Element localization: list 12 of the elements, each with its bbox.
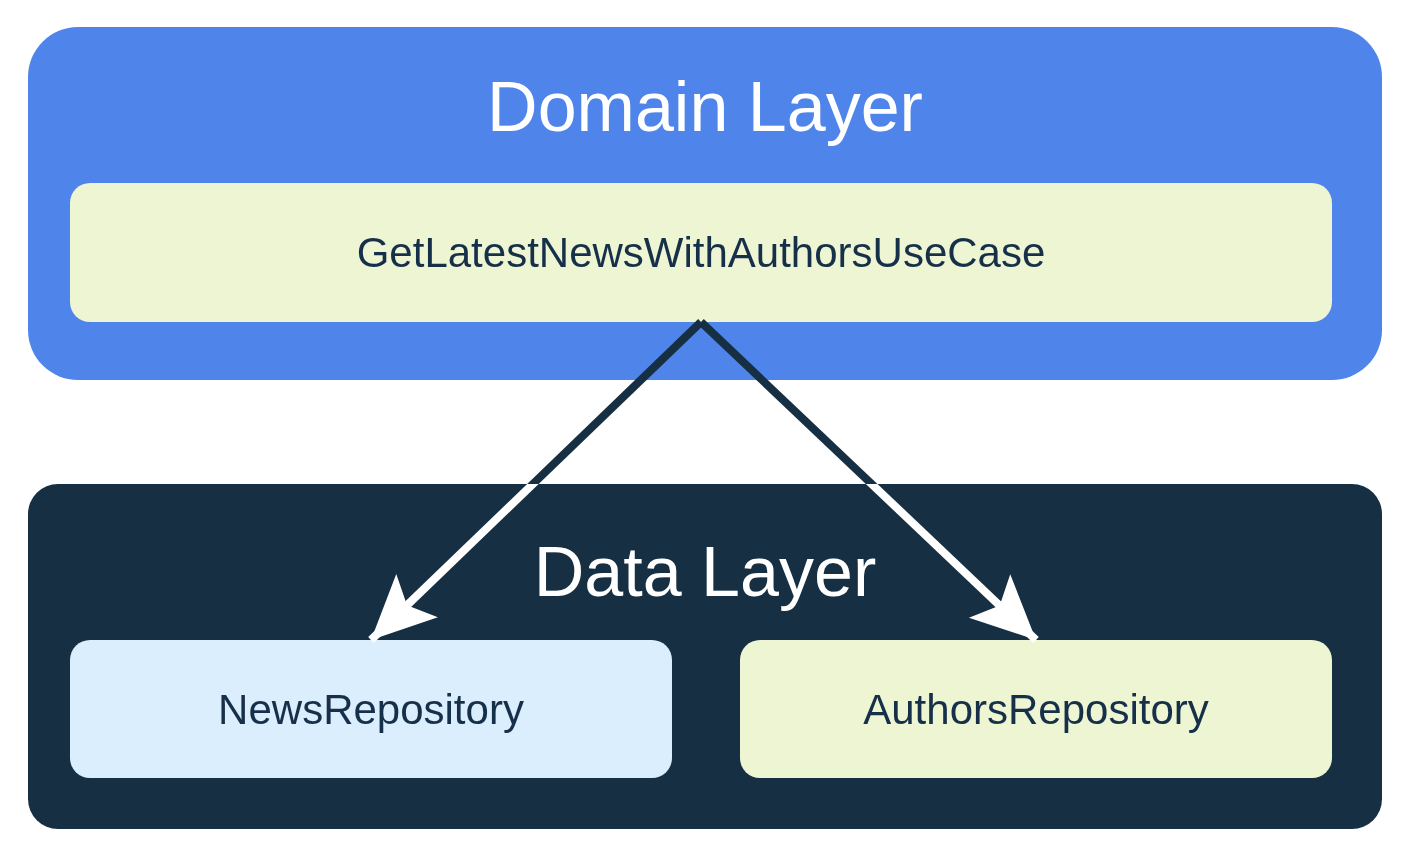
arrow — [698, 319, 1039, 643]
arrow — [368, 319, 704, 643]
component-box — [740, 640, 1332, 778]
component-box — [70, 640, 672, 778]
component-box — [70, 183, 1332, 322]
component-label: AuthorsRepository — [862, 684, 1210, 735]
layer-panel — [28, 484, 1382, 829]
component-label: GetLatestNewsWithAuthorsUseCase — [355, 228, 1047, 278]
component-label: NewsRepository — [217, 684, 525, 735]
layer-panel — [28, 27, 1382, 380]
layer-title: Data Layer — [532, 532, 878, 612]
layer-title: Domain Layer — [486, 67, 924, 147]
